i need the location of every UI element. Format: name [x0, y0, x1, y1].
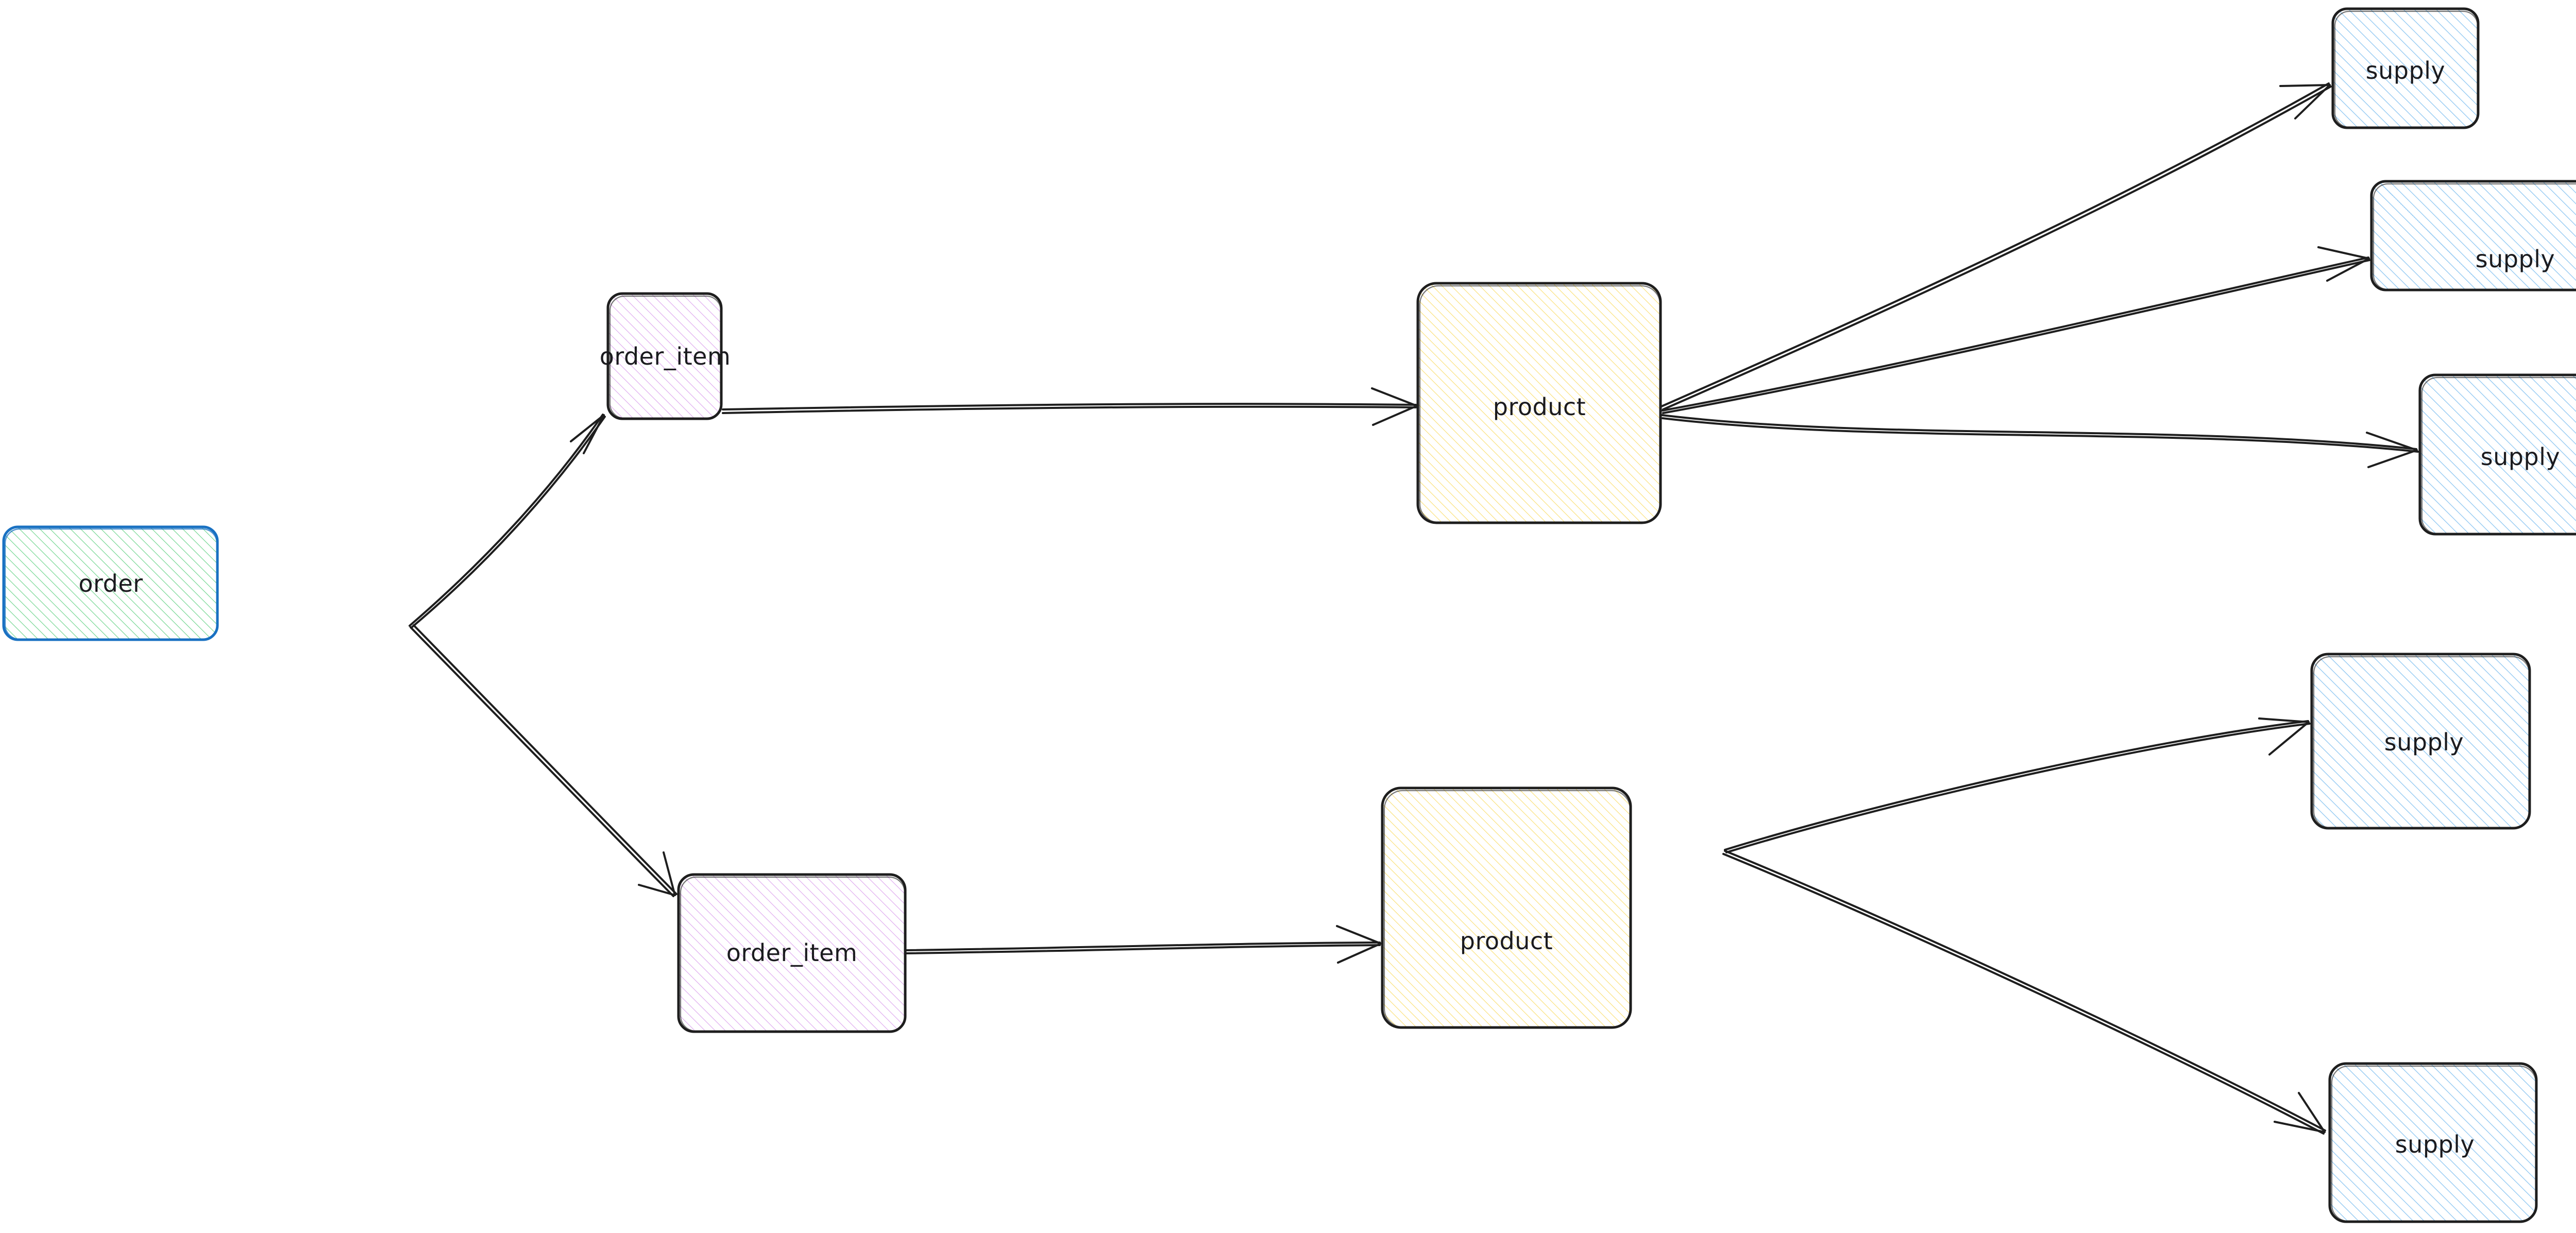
node-supply-1[interactable]	[2331, 7, 2480, 129]
node-order-item-bottom[interactable]	[677, 873, 907, 1033]
node-layer	[2, 7, 2576, 1223]
node-supply-3[interactable]	[2418, 373, 2576, 536]
node-product-bottom[interactable]	[1381, 786, 1632, 1029]
node-order-item-top[interactable]	[606, 292, 723, 420]
edge-layer	[409, 82, 2419, 1135]
edge-order-to-order_item_top	[409, 414, 606, 629]
edge-order-to-order_item_bottom	[410, 624, 677, 897]
edge-product_top-to-supply_1	[1660, 82, 2332, 410]
edge-order_item_top-to-product_top	[722, 387, 1418, 426]
node-supply-2[interactable]	[2370, 180, 2576, 292]
edge-product_top-to-supply_2	[1662, 246, 2370, 414]
edge-product_bottom-to-supply_5	[1722, 850, 2326, 1135]
node-product-top[interactable]	[1416, 282, 1662, 524]
edge-product_top-to-supply_3	[1661, 414, 2419, 468]
edge-order_item_bottom-to-product_bottom	[906, 925, 1382, 964]
node-supply-4[interactable]	[2310, 653, 2531, 830]
edge-product_bottom-to-supply_4	[1724, 717, 2311, 853]
node-supply-5[interactable]	[2328, 1062, 2538, 1223]
node-order[interactable]	[2, 525, 219, 641]
